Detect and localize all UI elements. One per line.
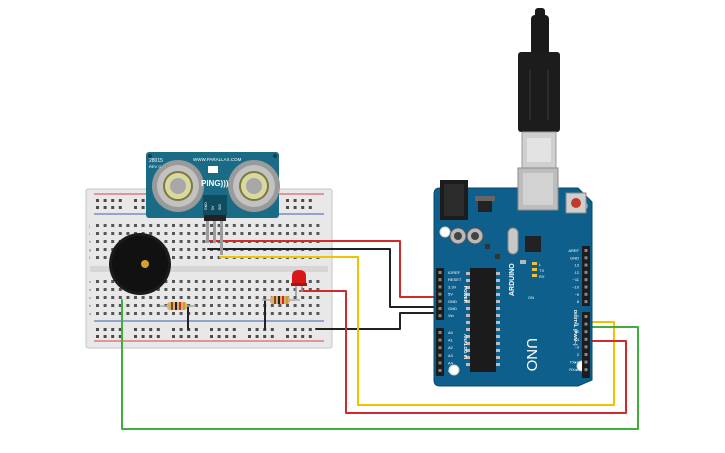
sensor-rev: REV C [149, 164, 161, 169]
sensor-pin-gnd: GND [204, 202, 208, 210]
power-pin-label: 5V [448, 292, 453, 297]
digital-pin-label: AREF [568, 248, 579, 253]
transducer-left [152, 160, 204, 212]
digital-section-label: DIGITAL (PWM~) [573, 310, 578, 346]
breadboard-row-letter: a [89, 311, 92, 316]
breadboard-row-letter: i [89, 231, 90, 236]
digital-pin-label: 13 [575, 263, 580, 268]
sensor-name: PING))) [201, 179, 229, 188]
led-tx-label: TX [539, 268, 544, 273]
analog-pin-label: A2 [448, 345, 454, 350]
digital-pin-label: ~5 [574, 329, 579, 334]
digital-pin-label: ~9 [574, 292, 579, 297]
power-header-labels: IOREF RESET 3.3V 5V GND GND Vin [438, 270, 462, 318]
sensor-pin-sig: SIG [218, 204, 222, 210]
wire-5v-red[interactable] [207, 240, 437, 298]
digital-header-labels: AREF GND 13 12 ~11 ~10 ~9 8 7 ~6 ~5 4 ~3 2TX▸1RX◂0 [568, 248, 588, 372]
analog-pin-label: A0 [448, 330, 454, 335]
digital-pin-label: TX▸1 [570, 360, 580, 365]
resistor-2[interactable] [262, 296, 300, 304]
digital-pin-label: ~10 [572, 285, 580, 290]
wire-buzzer-green[interactable] [121, 299, 639, 430]
breadboard-row-letter: f [89, 255, 91, 260]
arduino-uno[interactable]: ARDUINO UNO ON L TX RX IOREF RESET 3.3V 5V G… [433, 167, 593, 387]
breadboard-row-letter: j [88, 223, 90, 228]
digital-pin-label: ~11 [573, 277, 580, 282]
breadboard-row-letter: h [89, 239, 91, 244]
digital-pin-label: 8 [577, 299, 580, 304]
wire-rail-gnd-black[interactable] [315, 312, 437, 330]
analog-pin-label: A4 [448, 360, 454, 365]
arduino-model: UNO [523, 338, 540, 371]
digital-pin-label: 2 [577, 352, 580, 357]
digital-pin-label: 12 [575, 270, 580, 275]
atmega-chip [470, 268, 496, 372]
resistor-1[interactable] [160, 302, 196, 310]
wire-gnd-black[interactable] [207, 248, 437, 308]
digital-pin-label: 4 [577, 337, 580, 342]
ultrasonic-sensor[interactable]: 28015 REV C WWW.PARALLAX.COM PING))) GND… [146, 152, 280, 255]
led-l-label: L [539, 262, 542, 267]
digital-pin-label: 7 [577, 314, 580, 319]
digital-pin-label: RX◂0 [569, 367, 580, 372]
arduino-brand: ARDUINO [509, 263, 516, 296]
analog-pin-label: A1 [448, 338, 454, 343]
power-pin-label: GND [448, 306, 457, 311]
usb-cable [518, 8, 560, 169]
power-pin-label: 3.3V [448, 284, 457, 289]
analog-pin-label: A5 [448, 368, 454, 373]
analog-pin-label: A3 [448, 353, 454, 358]
breadboard-row-letter: e [89, 279, 92, 284]
digital-pin-label: ~3 [574, 344, 579, 349]
breadboard-row-letter: c [89, 295, 91, 300]
analog-section-label: ANALOG IN [463, 334, 468, 359]
arduino-on-label: ON [528, 295, 534, 300]
sensor-model: 28015 [149, 158, 163, 164]
breadboard-row-letter: d [89, 287, 91, 292]
wire-led-red[interactable] [299, 290, 627, 414]
analog-header[interactable] [436, 328, 444, 376]
digital-pin-label: GND [570, 255, 579, 260]
led-rx-label: RX [539, 274, 545, 279]
sensor-pin-5v: 5V [211, 205, 215, 210]
sensor-url: WWW.PARALLAX.COM [193, 157, 242, 162]
digital-header-lower[interactable] [582, 312, 590, 378]
piezo-buzzer[interactable] [109, 233, 171, 295]
power-section-label: POWER [463, 286, 468, 304]
breadboard-row-letter: b [89, 303, 92, 308]
wires [121, 240, 639, 430]
power-pin-label: GND [448, 299, 457, 304]
power-pin-label: RESET [448, 277, 462, 282]
power-pin-label: IOREF [448, 270, 461, 275]
breadboard-row-letter: g [89, 247, 91, 252]
digital-header-upper[interactable] [582, 246, 590, 306]
power-pin-label: Vin [448, 313, 454, 318]
led-red[interactable] [291, 270, 307, 296]
wire-signal-yellow[interactable] [219, 256, 615, 406]
digital-pin-label: ~6 [574, 322, 579, 327]
transducer-right [228, 160, 280, 212]
